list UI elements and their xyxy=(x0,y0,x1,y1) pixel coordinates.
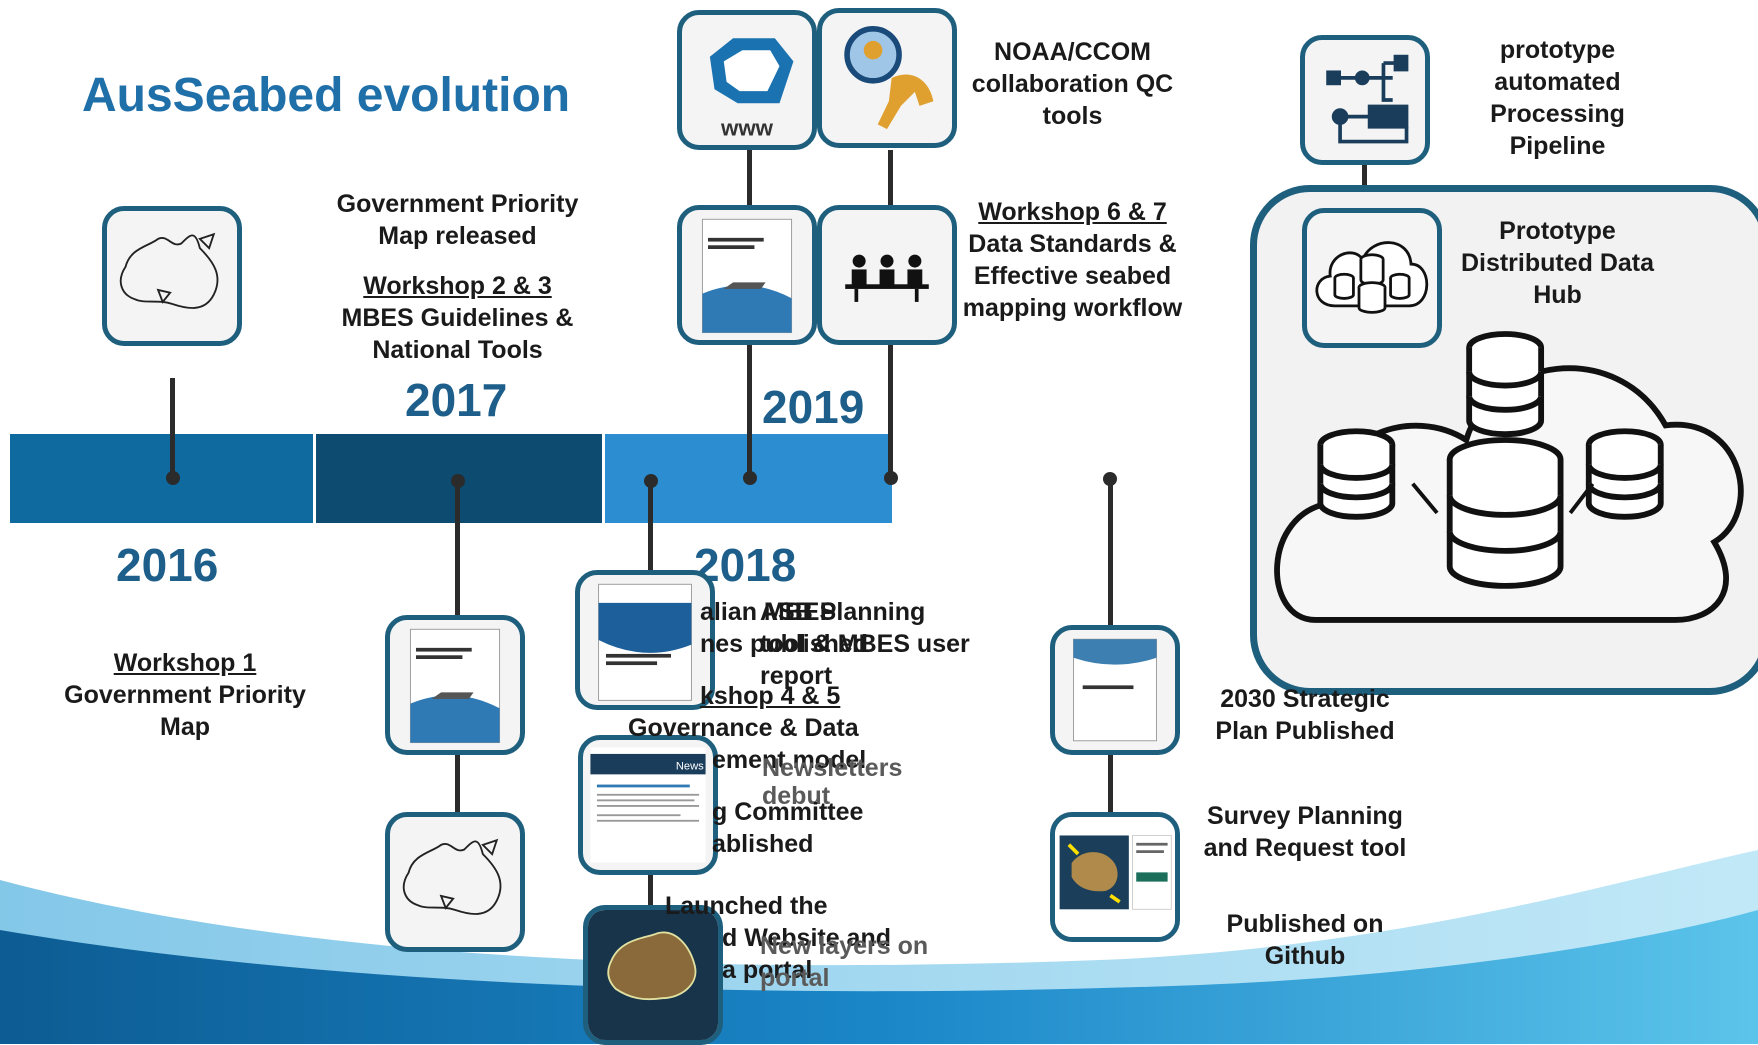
globe-web-icon: www xyxy=(709,38,794,141)
document-cover-icon xyxy=(701,218,793,334)
overlap-line-a2: ASB Planning xyxy=(760,598,926,626)
www-label: www xyxy=(720,116,774,141)
committee-line-2: ablished xyxy=(712,830,814,858)
workshop-6-7-desc: Data Standards & Effective seabed mappin… xyxy=(962,230,1183,322)
document-cover-icon xyxy=(409,628,501,744)
mbes-guidelines-thumbnail xyxy=(385,615,525,755)
pipeline-label: prototype automated Processing Pipeline xyxy=(1490,36,1625,160)
workshop-2-3-desc: MBES Guidelines & National Tools xyxy=(341,304,574,364)
dot-2017 xyxy=(451,474,465,488)
stem-2018b xyxy=(648,860,653,910)
australia-outline-icon xyxy=(119,232,219,309)
overlap-line-c: report xyxy=(760,662,833,690)
workshop-1-label: Workshop 1 Government Priority Map xyxy=(50,647,320,743)
workshop-1-desc: Government Priority Map xyxy=(64,681,306,741)
survey-tool-thumbnail xyxy=(1050,812,1180,942)
guidelines-2019-thumbnail xyxy=(677,205,817,345)
stem-2016 xyxy=(170,378,175,478)
overlap-line-a1: alian MBES xyxy=(700,598,837,626)
launched-line-3: a portal xyxy=(722,956,813,984)
dot-2020 xyxy=(1103,472,1117,486)
plan-document-icon xyxy=(1073,638,1157,742)
gov-map-released-label: Government Priority Map released xyxy=(336,190,579,250)
hub-label: Prototype Distributed Data Hub xyxy=(1460,217,1655,309)
portal-map-thumbnail xyxy=(583,905,723,1045)
newsletter-label: News xyxy=(676,761,704,773)
committee-line-1: g Committee xyxy=(712,798,864,826)
australia-map-thumbnail-2016 xyxy=(102,206,242,346)
overlap-line-b1: nes published xyxy=(700,630,869,658)
dot-2018 xyxy=(644,474,658,488)
australia-map-thumbnail-2017 xyxy=(385,812,525,952)
timeline-segment-2016 xyxy=(10,434,313,523)
data-hub-thumbnail xyxy=(1302,208,1442,348)
qc-tools-thumbnail xyxy=(817,8,957,148)
governance-line-2: ement model xyxy=(712,746,867,774)
workshop-1-title: Workshop 1 xyxy=(113,649,257,677)
portal-map-icon xyxy=(588,910,718,1040)
noaa-label: NOAA/CCOM collaboration QC tools xyxy=(971,38,1174,130)
newsletters-label: Newsletters xyxy=(762,754,903,782)
kangaroo-magnifier-icon xyxy=(844,26,934,130)
report-cover-icon xyxy=(598,583,692,701)
new-layers-label: New layers on xyxy=(760,932,929,960)
overlap-line-b2: tool & MBES user xyxy=(760,630,970,658)
www-website-thumbnail: www xyxy=(677,10,817,150)
strategic-plan-label: 2030 Strategic Plan Published xyxy=(1215,685,1395,745)
portal-label: portal xyxy=(760,964,830,992)
debut-label: debut xyxy=(762,782,831,810)
workshop-meeting-thumbnail xyxy=(817,205,957,345)
year-2019: 2019 xyxy=(762,381,865,433)
stem-2017 xyxy=(455,480,460,620)
newsletter-icon: News xyxy=(590,747,706,863)
workshop-2-3-title: Workshop 2 & 3 xyxy=(363,272,552,300)
workshop-2-3-label: Workshop 2 & 3 MBES Guidelines & Nationa… xyxy=(320,270,595,366)
stem-2018 xyxy=(648,480,653,580)
strategic-plan-thumbnail xyxy=(1050,625,1180,755)
dot-2019b xyxy=(884,471,898,485)
report-document-thumbnail xyxy=(575,570,715,710)
workshop-4-5-title: kshop 4 & 5 xyxy=(700,682,841,710)
pipeline-thumbnail xyxy=(1300,35,1430,165)
launched-line-1: Launched the xyxy=(665,892,828,920)
cloud-databases-icon xyxy=(1315,241,1429,314)
dot-2016 xyxy=(166,471,180,485)
github-label: Published on Github xyxy=(1226,910,1384,970)
newsletter-thumbnail: News xyxy=(578,735,718,875)
workshop-6-7-title: Workshop 6 & 7 xyxy=(978,198,1167,226)
survey-tool-label: Survey Planning and Request tool xyxy=(1203,802,1407,862)
cloud-database-icon xyxy=(1274,331,1744,623)
stem-2017b xyxy=(455,752,460,812)
launched-line-2: d Website and xyxy=(722,924,892,952)
meeting-people-icon xyxy=(845,254,929,302)
australia-outline-icon xyxy=(402,838,502,915)
year-2017: 2017 xyxy=(405,374,508,426)
page-title: AusSeabed evolution xyxy=(82,69,571,122)
dot-2019a xyxy=(743,471,757,485)
workflow-pipeline-icon xyxy=(1326,54,1409,144)
governance-line-1: Governance & Data xyxy=(628,714,859,742)
workshop-6-7-label: Workshop 6 & 7 Data Standards & Effectiv… xyxy=(955,196,1190,324)
survey-map-app-icon xyxy=(1055,817,1175,937)
year-2016: 2016 xyxy=(116,539,219,591)
